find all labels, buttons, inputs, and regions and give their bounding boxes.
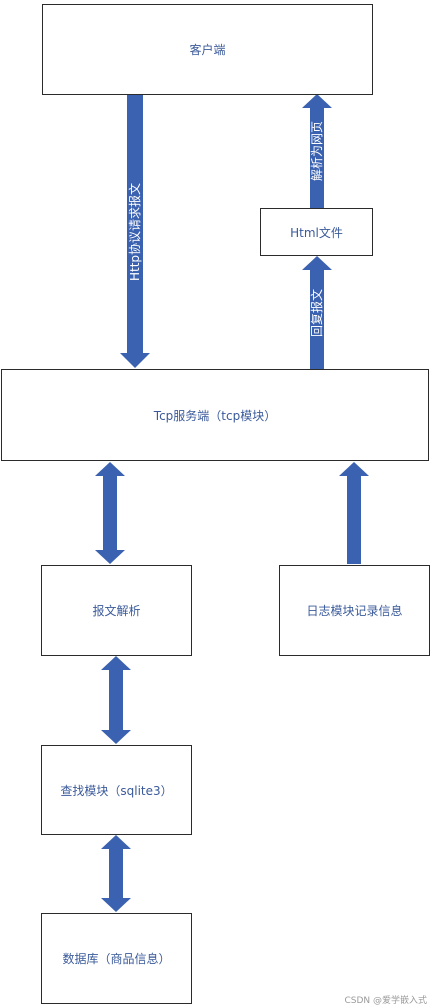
lookup-db-arrow <box>101 835 131 912</box>
log-label: 日志模块记录信息 <box>306 604 403 618</box>
http-request-label: Http协议请求报文 <box>128 182 142 282</box>
log-to-tcp-arrow <box>339 462 369 564</box>
reply-arrow <box>302 256 332 369</box>
parse-to-page-label: 解析为网页 <box>310 120 324 182</box>
lookup-box: 查找模块（sqlite3） <box>41 745 192 835</box>
tcp-parse-arrow <box>95 462 125 564</box>
client-box: 客户端 <box>42 4 373 95</box>
parse-box: 报文解析 <box>41 565 192 656</box>
db-box: 数据库（商品信息） <box>41 913 192 1004</box>
reply-label: 回复报文 <box>310 288 324 338</box>
client-label: 客户端 <box>189 43 226 57</box>
log-box: 日志模块记录信息 <box>279 565 430 656</box>
lookup-label: 查找模块（sqlite3） <box>60 783 173 798</box>
db-label: 数据库（商品信息） <box>62 952 171 966</box>
html-file-box: Html文件 <box>260 208 373 256</box>
parse-lookup-arrow <box>101 656 131 744</box>
http-request-arrow <box>120 95 150 368</box>
tcp-server-label: Tcp服务端（tcp模块） <box>153 408 277 423</box>
parse-to-page-arrow <box>302 94 332 208</box>
parse-label: 报文解析 <box>92 604 141 618</box>
tcp-server-box: Tcp服务端（tcp模块） <box>1 369 429 461</box>
watermark: CSDN @爱学嵌入式 <box>344 996 427 1006</box>
html-file-label: Html文件 <box>290 225 343 240</box>
